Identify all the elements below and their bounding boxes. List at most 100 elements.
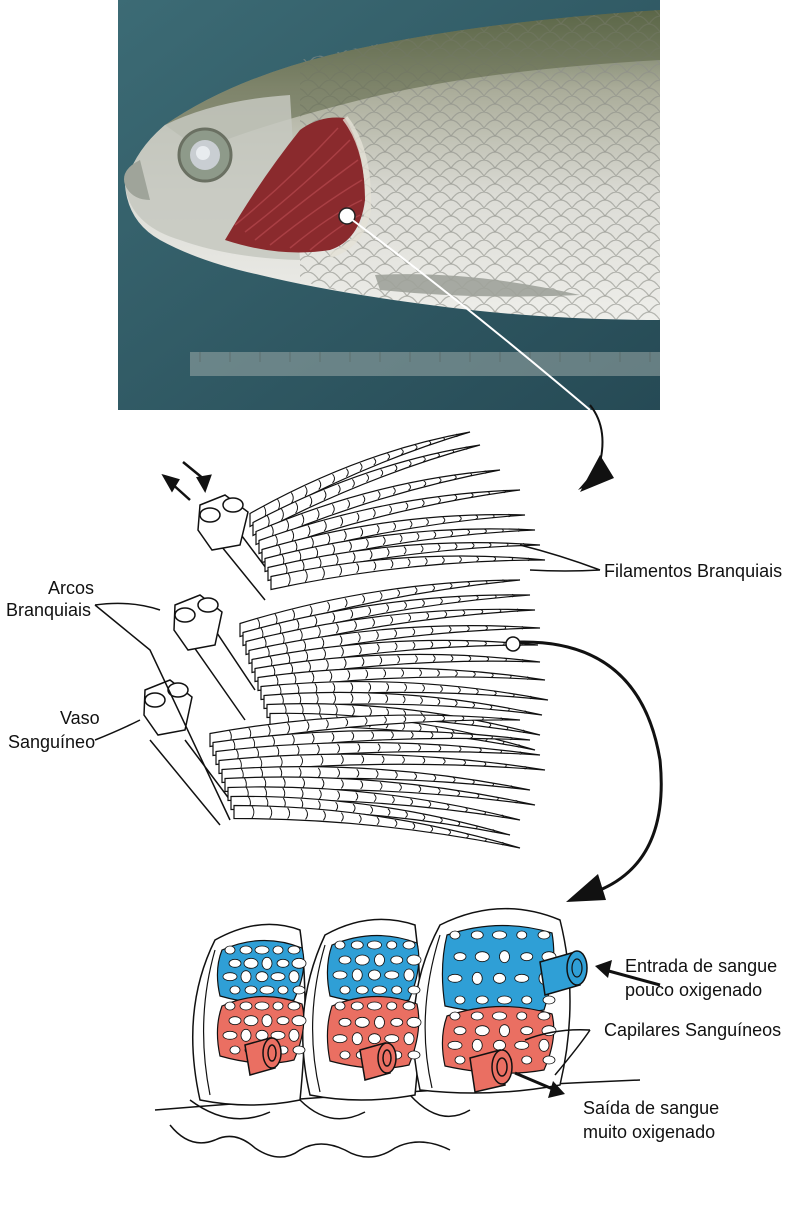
capillary-gap: [333, 971, 347, 979]
filament-marker-dot: [506, 637, 520, 651]
label-vaso-line2: Sanguíneo: [8, 732, 95, 752]
capillary-gap: [522, 996, 532, 1004]
capillary-gap: [229, 959, 241, 967]
capillary-gap: [230, 986, 240, 994]
capillary-gap: [278, 986, 288, 994]
capillary-gap: [225, 1002, 235, 1010]
capillary-gap: [471, 1012, 483, 1020]
capillary-gap: [408, 986, 420, 994]
flow-arrows: [164, 462, 210, 500]
capillary-gap: [385, 971, 399, 979]
capillary-gap: [543, 1056, 555, 1064]
capillary-gap: [355, 1017, 369, 1027]
capillary-gap: [351, 941, 363, 949]
capillary-gap: [293, 986, 305, 994]
arrowhead-1: [580, 455, 614, 492]
capillary-gap: [240, 1002, 252, 1010]
label-filamentos-branquiais: Filamentos Branquiais: [604, 561, 782, 581]
capillary-gap: [255, 1002, 269, 1010]
capillary-gap: [498, 996, 512, 1004]
capillary-gap: [369, 970, 381, 980]
capillary-gap: [352, 969, 362, 981]
capillary-gap: [515, 974, 529, 982]
capillary-gap: [351, 1002, 363, 1010]
capillary-gap: [245, 986, 257, 994]
capillary-gap: [407, 955, 421, 965]
capillary-gap: [454, 1027, 466, 1035]
capillary-gap: [404, 969, 414, 981]
capillary-gap: [356, 986, 368, 994]
capillary-gap: [223, 1031, 237, 1039]
capillary-gap: [450, 1012, 460, 1020]
capillary-gap: [262, 957, 272, 969]
capillary-gap: [288, 1002, 300, 1010]
capillary-gap: [255, 946, 269, 954]
capillary-gap: [538, 931, 550, 939]
capillary-gap: [289, 1029, 299, 1041]
capillary-gap: [493, 931, 507, 939]
capillary-gap: [522, 1056, 532, 1064]
capillary-gap: [241, 1029, 251, 1041]
capillary-gap: [455, 996, 465, 1004]
capillary-gap: [335, 941, 345, 949]
capillary-gap: [335, 1002, 345, 1010]
capillary-gap: [368, 941, 382, 949]
vessel-tube-2: [174, 595, 222, 650]
capillary-gap: [494, 973, 506, 983]
capillary-gap: [352, 1033, 362, 1045]
capillary-gap: [293, 1046, 305, 1054]
capillary-gap: [333, 1035, 347, 1043]
capillary-gap: [471, 931, 483, 939]
capillary-gap: [223, 973, 237, 981]
capillary-gap: [292, 958, 306, 968]
capillary-gap: [500, 1025, 510, 1037]
capillary-gap: [517, 931, 527, 939]
capillary-gap: [494, 1040, 506, 1050]
capillary-gap: [475, 952, 489, 962]
capillary-gap: [273, 1002, 283, 1010]
capillary-gap: [229, 1017, 241, 1025]
gill-filaments: [210, 432, 548, 848]
capillary-gap: [448, 1041, 462, 1049]
label-arcos-line1: Arcos: [48, 578, 94, 598]
capillary-gap: [391, 956, 403, 964]
capillary-gap: [543, 996, 555, 1004]
capillary-gap: [404, 1033, 414, 1045]
capillary-gap: [375, 1016, 385, 1028]
capillary-gap: [493, 1012, 507, 1020]
capillary-gap: [475, 1026, 489, 1036]
capillary-gap: [292, 1016, 306, 1026]
label-saida-line2: muito oxigenado: [583, 1122, 715, 1142]
capillary-gap: [230, 1046, 240, 1054]
label-entrada-line2: pouco oxigenado: [625, 980, 762, 1000]
capillary-gap: [387, 941, 397, 949]
capillary-gap: [340, 986, 350, 994]
arrowhead-2: [566, 874, 606, 902]
capillary-gap: [277, 959, 289, 967]
capillary-gap: [539, 1039, 549, 1051]
capillary-gap: [450, 931, 460, 939]
capillary-gap: [385, 1035, 399, 1043]
capillary-gap: [262, 1015, 272, 1027]
capillary-gap: [454, 953, 466, 961]
capillary-gap: [373, 986, 387, 994]
capillary-gap: [392, 986, 402, 994]
capillary-gap: [340, 1051, 350, 1059]
label-arcos-line2: Branquiais: [6, 600, 91, 620]
capillary-gap: [256, 972, 268, 982]
vessel-tube-1: [198, 495, 248, 550]
capillary-gap: [355, 955, 369, 965]
capillary-gap: [472, 972, 482, 984]
capillary-gap: [339, 1018, 351, 1026]
capillary-gap: [515, 1041, 529, 1049]
capillary-gap: [472, 1039, 482, 1051]
capillary-gap: [339, 956, 351, 964]
capillary-gap: [448, 974, 462, 982]
capillary-gap: [240, 946, 252, 954]
capillary-gap: [375, 954, 385, 966]
capillary-gap: [244, 958, 258, 968]
label-capilares: Capilares Sanguíneos: [604, 1020, 781, 1040]
capillary-gap: [403, 941, 415, 949]
